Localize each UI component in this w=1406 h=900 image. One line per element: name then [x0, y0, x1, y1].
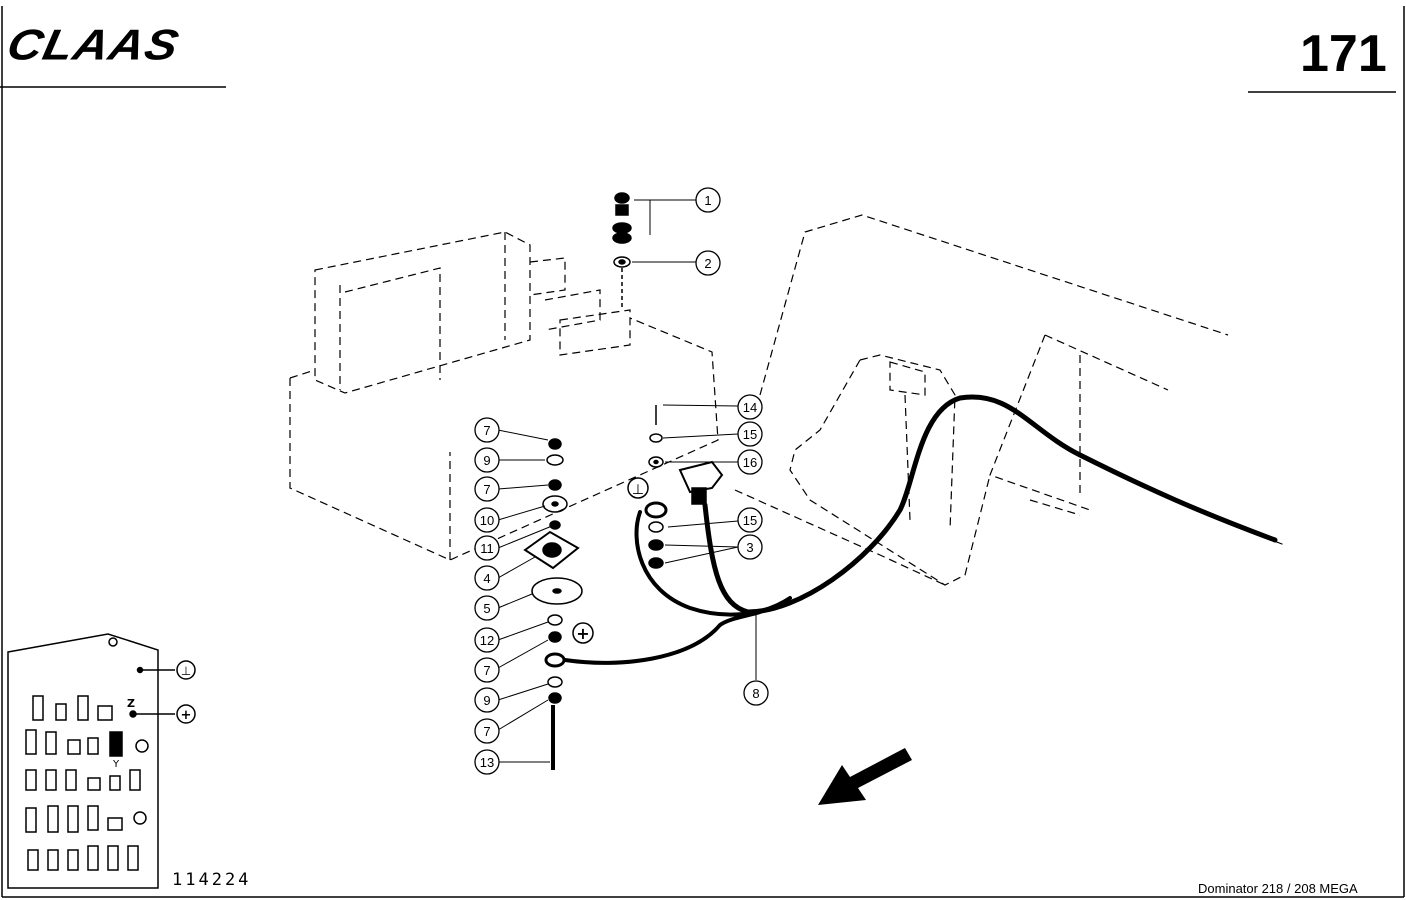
callout-9b: 9: [483, 693, 490, 708]
callout-11: 11: [480, 541, 494, 556]
callout-7a: 7: [483, 423, 490, 438]
callout-7b: 7: [483, 482, 490, 497]
callout-8: 8: [752, 686, 759, 701]
callout-7d: 7: [483, 724, 490, 739]
callout-15: 15: [743, 427, 757, 442]
callout-labels: 1 2 14 15 16 15 3 8 7 9 7 10 11 4 5 12 7…: [480, 193, 760, 770]
battery-box-outline: [289, 231, 719, 561]
callout-16: 16: [743, 455, 757, 470]
page-number: 171: [1300, 25, 1387, 83]
battery-cable: [563, 394, 1283, 665]
hardware-parts: [523, 192, 724, 770]
fuse-panel-label-z: Z: [127, 697, 135, 710]
body-panel-outline: [734, 214, 1229, 586]
callout-2: 2: [704, 256, 711, 271]
fuse-panel-ground-symbol: ⊥: [181, 664, 191, 678]
fuse-panel-plus-symbol: +: [181, 708, 192, 723]
callout-5: 5: [483, 601, 490, 616]
callout-3: 3: [746, 540, 753, 555]
callout-14: 14: [743, 400, 757, 415]
ground-symbol: ⊥: [632, 482, 644, 498]
drawing-number: 114224: [172, 870, 252, 890]
plus-symbol: +: [576, 624, 589, 643]
callout-10: 10: [480, 513, 494, 528]
callout-4: 4: [483, 571, 490, 586]
callout-7c: 7: [483, 663, 490, 678]
callout-15b: 15: [743, 513, 757, 528]
direction-arrow-icon: [818, 748, 912, 805]
fuse-panel-inset: [7, 633, 196, 889]
leader-lines: [497, 199, 757, 763]
model-label: Dominator 218 / 208 MEGA: [1198, 881, 1358, 896]
callout-1: 1: [704, 193, 711, 208]
page-frame: [0, 6, 1405, 898]
callout-9a: 9: [483, 453, 490, 468]
callout-13: 13: [480, 755, 494, 770]
fuse-panel-label-y: Y: [112, 759, 120, 770]
callouts: [474, 187, 769, 775]
callout-12: 12: [480, 633, 494, 648]
